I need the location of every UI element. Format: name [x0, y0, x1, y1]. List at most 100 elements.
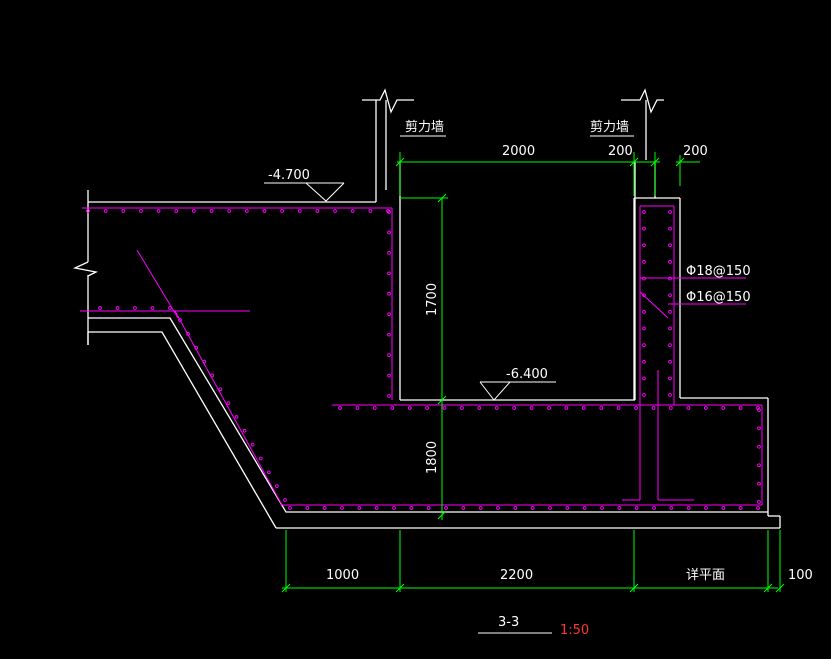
rebar-dot: [478, 506, 483, 510]
rebar-dot: [156, 209, 161, 213]
rebar-dot: [634, 406, 638, 410]
rebar-dot: [756, 506, 760, 510]
rebar-dot: [340, 506, 344, 510]
rebar-dot: [209, 209, 214, 213]
rebar-dot: [634, 506, 639, 510]
section-title: 3-3: [498, 615, 519, 630]
rebar-dot: [333, 209, 337, 213]
rebar-dot: [280, 209, 284, 213]
rebar-dot: [686, 506, 691, 510]
rebar-dot: [642, 293, 646, 298]
rebar-dot: [721, 406, 726, 410]
rebar-dot: [407, 406, 412, 410]
rebar-dot: [133, 306, 137, 310]
rebar-dot: [387, 373, 391, 378]
dim-plan-ref: 详平面: [686, 568, 725, 583]
rebar-dot: [387, 230, 391, 235]
rebar-dot: [757, 500, 761, 504]
dim-2200: 2200: [500, 568, 533, 583]
rebar-dot: [322, 506, 327, 510]
rebar-dot: [115, 306, 120, 310]
rebar-dot: [668, 359, 672, 364]
rebar-dot: [227, 209, 232, 213]
rebar-dot: [652, 506, 656, 510]
rebar-dot: [202, 359, 207, 364]
rebar-dot: [512, 406, 517, 410]
rebar-dot: [668, 226, 672, 231]
rebar-dot: [250, 442, 255, 447]
rebar-dot: [642, 359, 646, 364]
rebar-dot: [442, 406, 447, 410]
rebar-dot: [642, 376, 646, 381]
rebar-dot: [234, 415, 239, 419]
dim-2000: 2000: [502, 144, 535, 159]
rebar-dot: [297, 209, 302, 213]
rebar-dot: [529, 406, 534, 410]
rebar-dot: [642, 243, 646, 248]
dim-200-b: 200: [683, 144, 708, 159]
rebar-dot: [460, 406, 464, 410]
rebar-dot: [210, 373, 215, 378]
rebar-dot: [704, 506, 708, 510]
rebar-dot: [668, 260, 672, 264]
rebar-dot: [651, 406, 656, 410]
rebar-dot: [194, 345, 199, 350]
rebar-dot: [757, 444, 761, 449]
rebar-dot: [642, 276, 646, 281]
rebar-dot: [315, 209, 320, 213]
rebar-dot: [668, 343, 672, 347]
rebar-dot: [103, 209, 108, 213]
rebar-dot: [425, 406, 429, 410]
rebar-dot: [494, 406, 499, 410]
elevation-top-label: -4.700: [268, 168, 310, 183]
rebar-dot: [390, 406, 395, 410]
rebar-dot: [192, 209, 196, 213]
shear-wall-left-label: 剪力墙: [405, 119, 444, 135]
rebar-dot: [338, 406, 342, 410]
rebar-dot: [669, 406, 673, 410]
rebar-dot: [496, 506, 500, 510]
rebar-dot: [374, 506, 379, 510]
dim-1800: 1800: [425, 441, 440, 474]
rebar-dot: [186, 331, 190, 336]
rebar-dot: [357, 506, 362, 510]
rebar-note-2: Φ16@150: [686, 290, 751, 305]
rebar-dot: [642, 210, 646, 214]
rebar-dot: [444, 506, 448, 510]
rebar-dot: [387, 353, 391, 357]
rebar-dot: [564, 406, 569, 410]
rebar-dot: [288, 506, 292, 510]
rebar-dot: [168, 306, 172, 310]
rebar-dot: [642, 226, 646, 231]
rebar-dot: [244, 209, 249, 213]
rebar-dot: [668, 210, 672, 214]
rebar-dot: [547, 406, 551, 410]
rebar-dot: [387, 271, 391, 276]
rebar-dot: [150, 306, 155, 310]
rebar-dot: [86, 209, 90, 213]
rebar-dot: [738, 406, 743, 410]
rebar-dot: [756, 406, 760, 410]
dim-1000: 1000: [326, 568, 359, 583]
rebar-dot: [178, 318, 182, 322]
rebar-dot: [668, 276, 672, 281]
rebar-dot: [275, 484, 279, 489]
rebar-dot: [387, 332, 391, 337]
elevation-pit-label: -6.400: [506, 367, 548, 382]
rebar-dot: [174, 209, 179, 213]
dim-200-a: 200: [608, 144, 633, 159]
rebar-dot: [668, 309, 672, 314]
rebar-dot: [409, 506, 414, 510]
rebar-dot: [387, 291, 391, 296]
rebar-dot: [599, 406, 604, 410]
rebar-dot: [757, 481, 761, 486]
rebar-dot: [387, 210, 391, 214]
rebar-dot: [738, 506, 743, 510]
rebar-dot: [387, 394, 391, 398]
rebar-dot: [426, 506, 431, 510]
rebar-dot: [548, 506, 552, 510]
rebar-dot: [139, 209, 143, 213]
rebar-dot: [305, 506, 310, 510]
rebar-note-1: Φ18@150: [686, 264, 751, 279]
